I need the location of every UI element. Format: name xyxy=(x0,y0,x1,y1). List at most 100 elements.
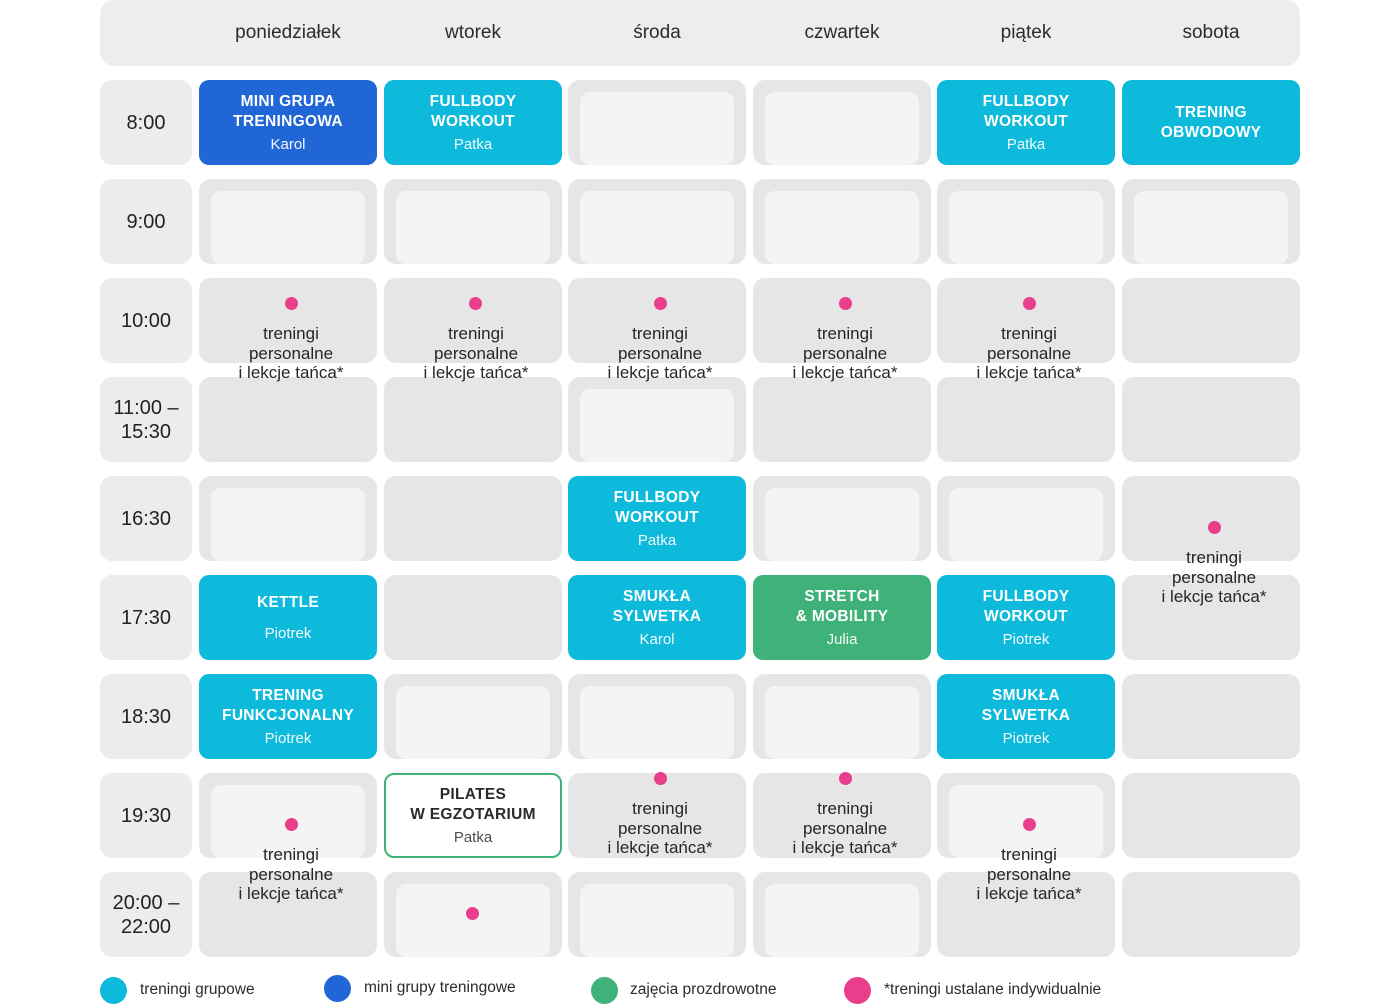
legend-individual-dot xyxy=(844,977,871,1004)
schedule-cell xyxy=(384,476,562,561)
schedule-cell xyxy=(568,377,746,462)
class-fullbody-workout[interactable]: FULLBODY WORKOUT Patka xyxy=(937,80,1115,165)
schedule-cell-inner xyxy=(580,686,734,759)
schedule-cell xyxy=(753,773,931,858)
schedule-cell xyxy=(199,476,377,561)
schedule-cell xyxy=(1122,377,1300,462)
class-trainer: Patka xyxy=(1006,136,1046,153)
legend-health-label: zajęcia prozdrowotne xyxy=(630,981,777,998)
personal-training-dot xyxy=(285,297,298,310)
schedule-cell xyxy=(384,377,562,462)
days-header xyxy=(100,0,1300,66)
schedule-cell xyxy=(384,575,562,660)
class-mini-grupa-treningowa[interactable]: MINI GRUPA TRENINGOWA Karol xyxy=(199,80,377,165)
class-trainer: Piotrek xyxy=(264,730,312,747)
class-name: PILATES W EGZOTARIUM xyxy=(410,786,536,823)
class-name: FULLBODY WORKOUT xyxy=(982,93,1070,130)
schedule-cell-inner xyxy=(765,488,919,561)
personal-training-label: treningi personalne i lekcje tańca* xyxy=(238,324,344,382)
day-tuesday: wtorek xyxy=(445,22,501,43)
class-trainer: Patka xyxy=(637,532,677,549)
class-stretch-mobility[interactable]: STRETCH & MOBILITY Julia xyxy=(753,575,931,660)
class-name: SMUKŁA SYLWETKA xyxy=(981,687,1071,724)
personal-training-dot xyxy=(839,772,852,785)
class-smukla-sylwetka[interactable]: SMUKŁA SYLWETKA Piotrek xyxy=(937,674,1115,759)
time-slot: 8:00 xyxy=(100,80,192,165)
schedule-cell xyxy=(937,377,1115,462)
schedule-cell xyxy=(568,278,746,363)
time-slot: 19:30 xyxy=(100,773,192,858)
class-name: FULLBODY WORKOUT xyxy=(982,588,1070,625)
schedule-cell xyxy=(199,872,377,957)
day-saturday: sobota xyxy=(1182,22,1240,43)
class-pilates-w-egzotarium[interactable]: PILATES W EGZOTARIUM Patka xyxy=(384,773,562,858)
personal-training-dot xyxy=(654,297,667,310)
schedule-cell xyxy=(199,773,377,858)
schedule-cell xyxy=(1122,674,1300,759)
legend-mini-label: mini grupy treningowe xyxy=(364,979,516,996)
schedule-cell-inner xyxy=(211,488,365,561)
schedule-cell-inner xyxy=(765,92,919,165)
legend-group-label: treningi grupowe xyxy=(140,981,255,998)
schedule-cell xyxy=(753,179,931,264)
class-smukla-sylwetka[interactable]: SMUKŁA SYLWETKA Karol xyxy=(568,575,746,660)
personal-training-label: treningi personalne i lekcje tańca* xyxy=(607,799,713,857)
personal-training-dot xyxy=(1208,521,1221,534)
schedule-cell xyxy=(937,179,1115,264)
schedule-cell xyxy=(1122,278,1300,363)
class-fullbody-workout[interactable]: FULLBODY WORKOUT Patka xyxy=(568,476,746,561)
schedule-cell xyxy=(753,377,931,462)
class-trainer: Patka xyxy=(453,136,493,153)
personal-training-dot xyxy=(466,907,479,920)
class-kettle[interactable]: KETTLE Piotrek xyxy=(199,575,377,660)
schedule-cell-inner xyxy=(765,191,919,264)
class-trainer: Julia xyxy=(826,631,858,648)
class-name: FULLBODY WORKOUT xyxy=(429,93,517,130)
class-name: KETTLE xyxy=(256,594,320,611)
class-name: MINI GRUPA TRENINGOWA xyxy=(233,93,343,130)
personal-training-label: treningi personalne i lekcje tańca* xyxy=(238,845,344,903)
schedule-cell xyxy=(1122,773,1300,858)
schedule-cell xyxy=(753,674,931,759)
schedule-cell-inner xyxy=(396,686,550,759)
personal-training-dot xyxy=(1023,297,1036,310)
personal-training-dot xyxy=(1023,818,1036,831)
schedule-cell xyxy=(568,773,746,858)
day-friday: piątek xyxy=(1000,22,1052,43)
time-slot: 20:00 – 22:00 xyxy=(100,872,192,957)
class-trening-funkcjonalny[interactable]: TRENING FUNKCJONALNY Piotrek xyxy=(199,674,377,759)
personal-training-label: treningi personalne i lekcje tańca* xyxy=(976,324,1082,382)
class-trening-obwodowy[interactable]: TRENING OBWODOWY xyxy=(1122,80,1300,165)
time-slot: 10:00 xyxy=(100,278,192,363)
schedule-cell xyxy=(384,179,562,264)
schedule-cell xyxy=(199,179,377,264)
schedule-cell-inner xyxy=(211,191,365,264)
personal-training-label: treningi personalne i lekcje tańca* xyxy=(792,799,898,857)
class-fullbody-workout[interactable]: FULLBODY WORKOUT Patka xyxy=(384,80,562,165)
time-slot: 16:30 xyxy=(100,476,192,561)
schedule-cell-inner xyxy=(580,389,734,462)
class-fullbody-workout[interactable]: FULLBODY WORKOUT Piotrek xyxy=(937,575,1115,660)
personal-training-label: treningi personalne i lekcje tańca* xyxy=(792,324,898,382)
personal-training-label: treningi personalne i lekcje tańca* xyxy=(976,845,1082,903)
personal-training-label: treningi personalne i lekcje tańca* xyxy=(1161,548,1267,606)
time-slot: 18:30 xyxy=(100,674,192,759)
schedule-cell xyxy=(568,179,746,264)
schedule-cell xyxy=(384,674,562,759)
schedule-cell-inner xyxy=(765,686,919,759)
schedule-cell xyxy=(753,278,931,363)
legend-health-dot xyxy=(591,977,618,1004)
personal-training-dot xyxy=(654,772,667,785)
schedule-cell xyxy=(384,278,562,363)
class-trainer: Piotrek xyxy=(1002,631,1050,648)
day-monday: poniedziałek xyxy=(235,22,341,43)
schedule-cell-inner xyxy=(396,191,550,264)
schedule-cell xyxy=(199,278,377,363)
class-trainer: Karol xyxy=(270,136,306,153)
schedule-cell xyxy=(1122,575,1300,660)
schedule-cell xyxy=(1122,872,1300,957)
time-slot: 9:00 xyxy=(100,179,192,264)
class-name: SMUKŁA SYLWETKA xyxy=(612,588,702,625)
time-slot: 11:00 – 15:30 xyxy=(100,377,192,462)
schedule-cell xyxy=(568,674,746,759)
